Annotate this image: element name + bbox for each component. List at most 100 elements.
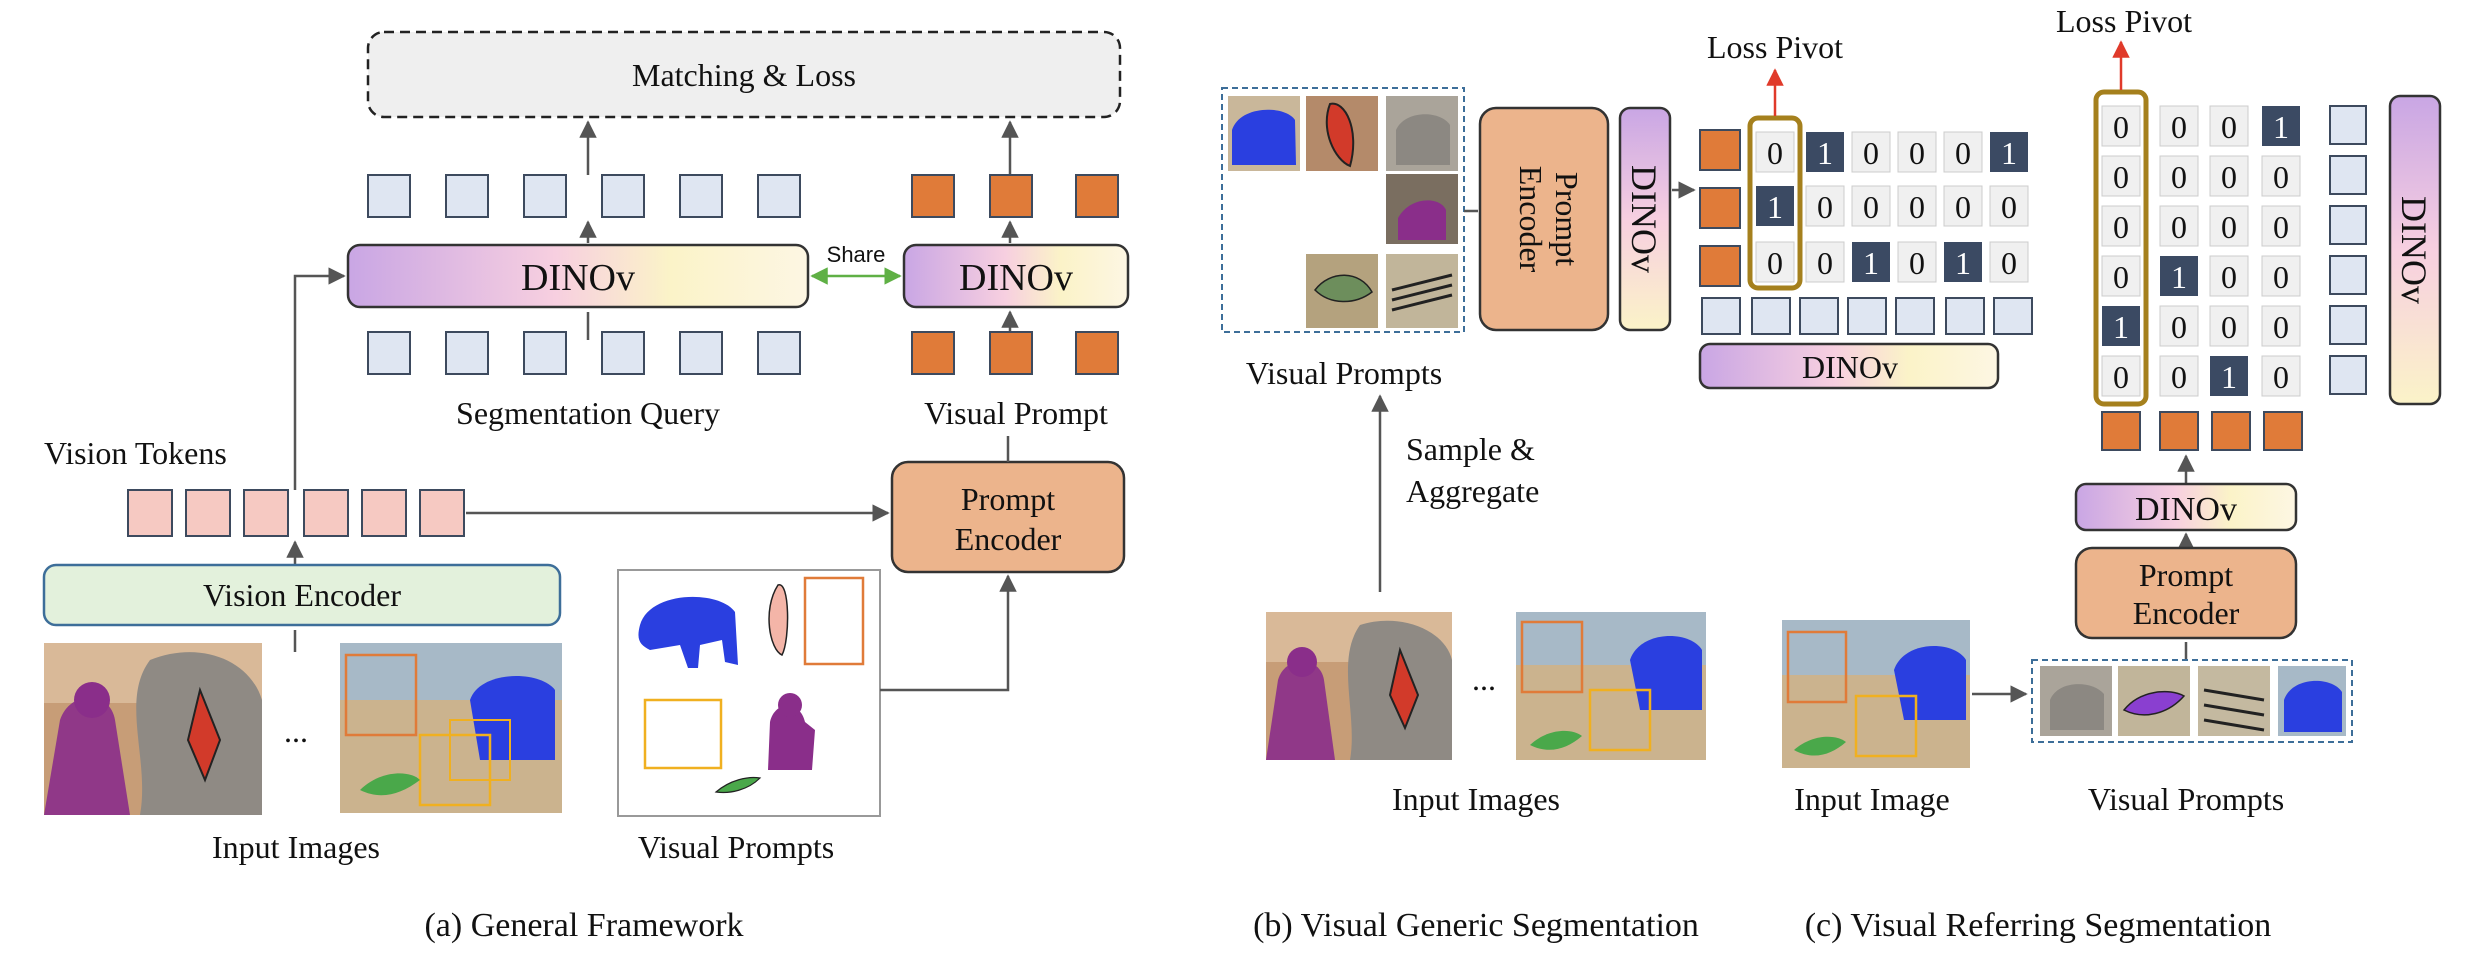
prompt-encoder-box-c [2074,546,2298,640]
dinov-right-label: DINOv [959,257,1073,299]
loss-pivot-column-c [2093,89,2149,407]
prompt-encoder-c-l2: Encoder [2133,595,2240,631]
elephant-photo-b [1266,612,1452,760]
zebra-photo-a [340,643,562,813]
vision-encoder-label: Vision Encoder [203,577,401,613]
prompt-features-b [1699,129,1741,287]
svg-text:0: 0 [2001,189,2017,225]
input-images-label-a: Input Images [212,829,380,865]
panel-a: Matching & Loss DINOv DINOv Share [42,30,1130,944]
vision-tokens-row [127,489,465,537]
svg-text:0: 0 [1955,135,1971,171]
dinov-left-box [346,243,810,309]
match-matrix-b: 0 1 0 0 0 1 1 0 0 0 0 0 0 0 1 0 1 0 [1755,131,2029,283]
svg-text:0: 0 [1909,135,1925,171]
svg-text:0: 0 [1767,245,1783,281]
dinov-left-label: DINOv [521,257,635,299]
panel-c: 0 0 0 1 0 0 0 0 0 0 0 0 0 1 0 0 1 0 0 0 … [1782,3,2442,944]
visual-prompts-label-b: Visual Prompts [1246,355,1442,391]
prompt-encoder-c-l1: Prompt [2139,557,2233,593]
ellipsis-b: ... [1472,661,1496,697]
dinov-bottom-box-b [1698,342,2000,390]
prompt-encoder-b-l1: Prompt [1549,172,1585,266]
prompt-encoder-a-l1: Prompt [961,481,1055,517]
svg-text:0: 0 [1817,189,1833,225]
svg-text:0: 0 [2221,259,2237,295]
dinov-right-box [902,243,1130,309]
visual-prompt-output-row [911,174,1119,218]
svg-text:0: 0 [2113,209,2129,245]
svg-text:0: 0 [1909,245,1925,281]
caption-b: (b) Visual Generic Segmentation [1253,907,1699,944]
caption-a: (a) General Framework [424,907,743,944]
segmentation-query-output-row [367,174,801,218]
query-features-b [1701,297,2033,335]
svg-text:0: 0 [2171,159,2187,195]
segmentation-query-input-row [367,331,801,375]
svg-text:0: 0 [2171,309,2187,345]
query-features-c [2329,105,2367,395]
svg-text:0: 0 [2221,159,2237,195]
visual-prompts-label-c: Visual Prompts [2088,781,2284,817]
prompt-encoder-a-l2: Encoder [955,521,1062,557]
visual-prompts-label-a: Visual Prompts [638,829,834,865]
input-image-label-c: Input Image [1794,781,1950,817]
svg-text:0: 0 [2001,245,2017,281]
share-label: Share [827,242,886,267]
svg-text:0: 0 [2273,259,2289,295]
visual-prompts-box-c [2031,659,2353,743]
caption-c: (c) Visual Referring Segmentation [1805,907,2272,944]
visual-prompt-crops-b [1228,96,1458,328]
svg-text:1: 1 [2171,259,2187,295]
svg-text:1: 1 [2273,109,2289,145]
visual-prompt-crops-c [2040,666,2346,736]
svg-text:1: 1 [1955,245,1971,281]
sample-label-l1: Sample & [1406,431,1535,467]
svg-text:1: 1 [1767,189,1783,225]
matching-loss-label: Matching & Loss [632,57,856,93]
svg-text:0: 0 [2273,309,2289,345]
svg-text:0: 0 [2113,359,2129,395]
matching-loss-box [366,30,1122,119]
dinov-vertical-b-label: DINOv [1624,165,1664,273]
loss-pivot-column-b [1747,115,1803,291]
loss-pivot-label-b: Loss Pivot [1707,29,1843,65]
loss-pivot-label-c: Loss Pivot [2056,3,2192,39]
svg-text:0: 0 [2273,159,2289,195]
dinov-vertical-box-c [2388,94,2442,406]
svg-text:0: 0 [2113,259,2129,295]
svg-text:1: 1 [2001,135,2017,171]
ellipsis-a: ... [284,713,308,749]
segmentation-query-label: Segmentation Query [456,395,720,431]
svg-text:0: 0 [2171,359,2187,395]
elephant-photo-a [44,643,262,815]
dinov-bottom-b-label: DINOv [1802,349,1898,385]
svg-text:0: 0 [2273,359,2289,395]
vision-tokens-label: Vision Tokens [44,435,227,471]
match-matrix-c: 0 0 0 1 0 0 0 0 0 0 0 0 0 1 0 0 1 0 0 0 … [2101,105,2301,397]
vision-encoder-box [42,563,562,627]
svg-text:0: 0 [2171,209,2187,245]
visual-prompt-label: Visual Prompt [924,395,1108,431]
visual-prompt-input-row [911,331,1119,375]
svg-text:0: 0 [1863,135,1879,171]
svg-text:0: 0 [2221,309,2237,345]
dinov-vertical-box-b [1618,106,1672,332]
svg-text:1: 1 [2113,309,2129,345]
visual-prompts-box-a [617,569,881,817]
prompt-encoder-box-b [1478,106,1610,332]
prompt-features-c [2101,411,2303,451]
svg-text:0: 0 [1817,245,1833,281]
svg-text:0: 0 [1909,189,1925,225]
svg-text:0: 0 [2221,209,2237,245]
input-images-label-b: Input Images [1392,781,1560,817]
svg-text:0: 0 [1863,189,1879,225]
svg-text:1: 1 [1817,135,1833,171]
dinov-bottom-box-c [2074,482,2298,532]
prompt-encoder-b-l2: Encoder [1513,166,1549,273]
svg-text:1: 1 [2221,359,2237,395]
svg-text:0: 0 [2113,159,2129,195]
dinov-bottom-c-label: DINOv [2135,491,2237,528]
sample-label-l2: Aggregate [1406,473,1539,509]
